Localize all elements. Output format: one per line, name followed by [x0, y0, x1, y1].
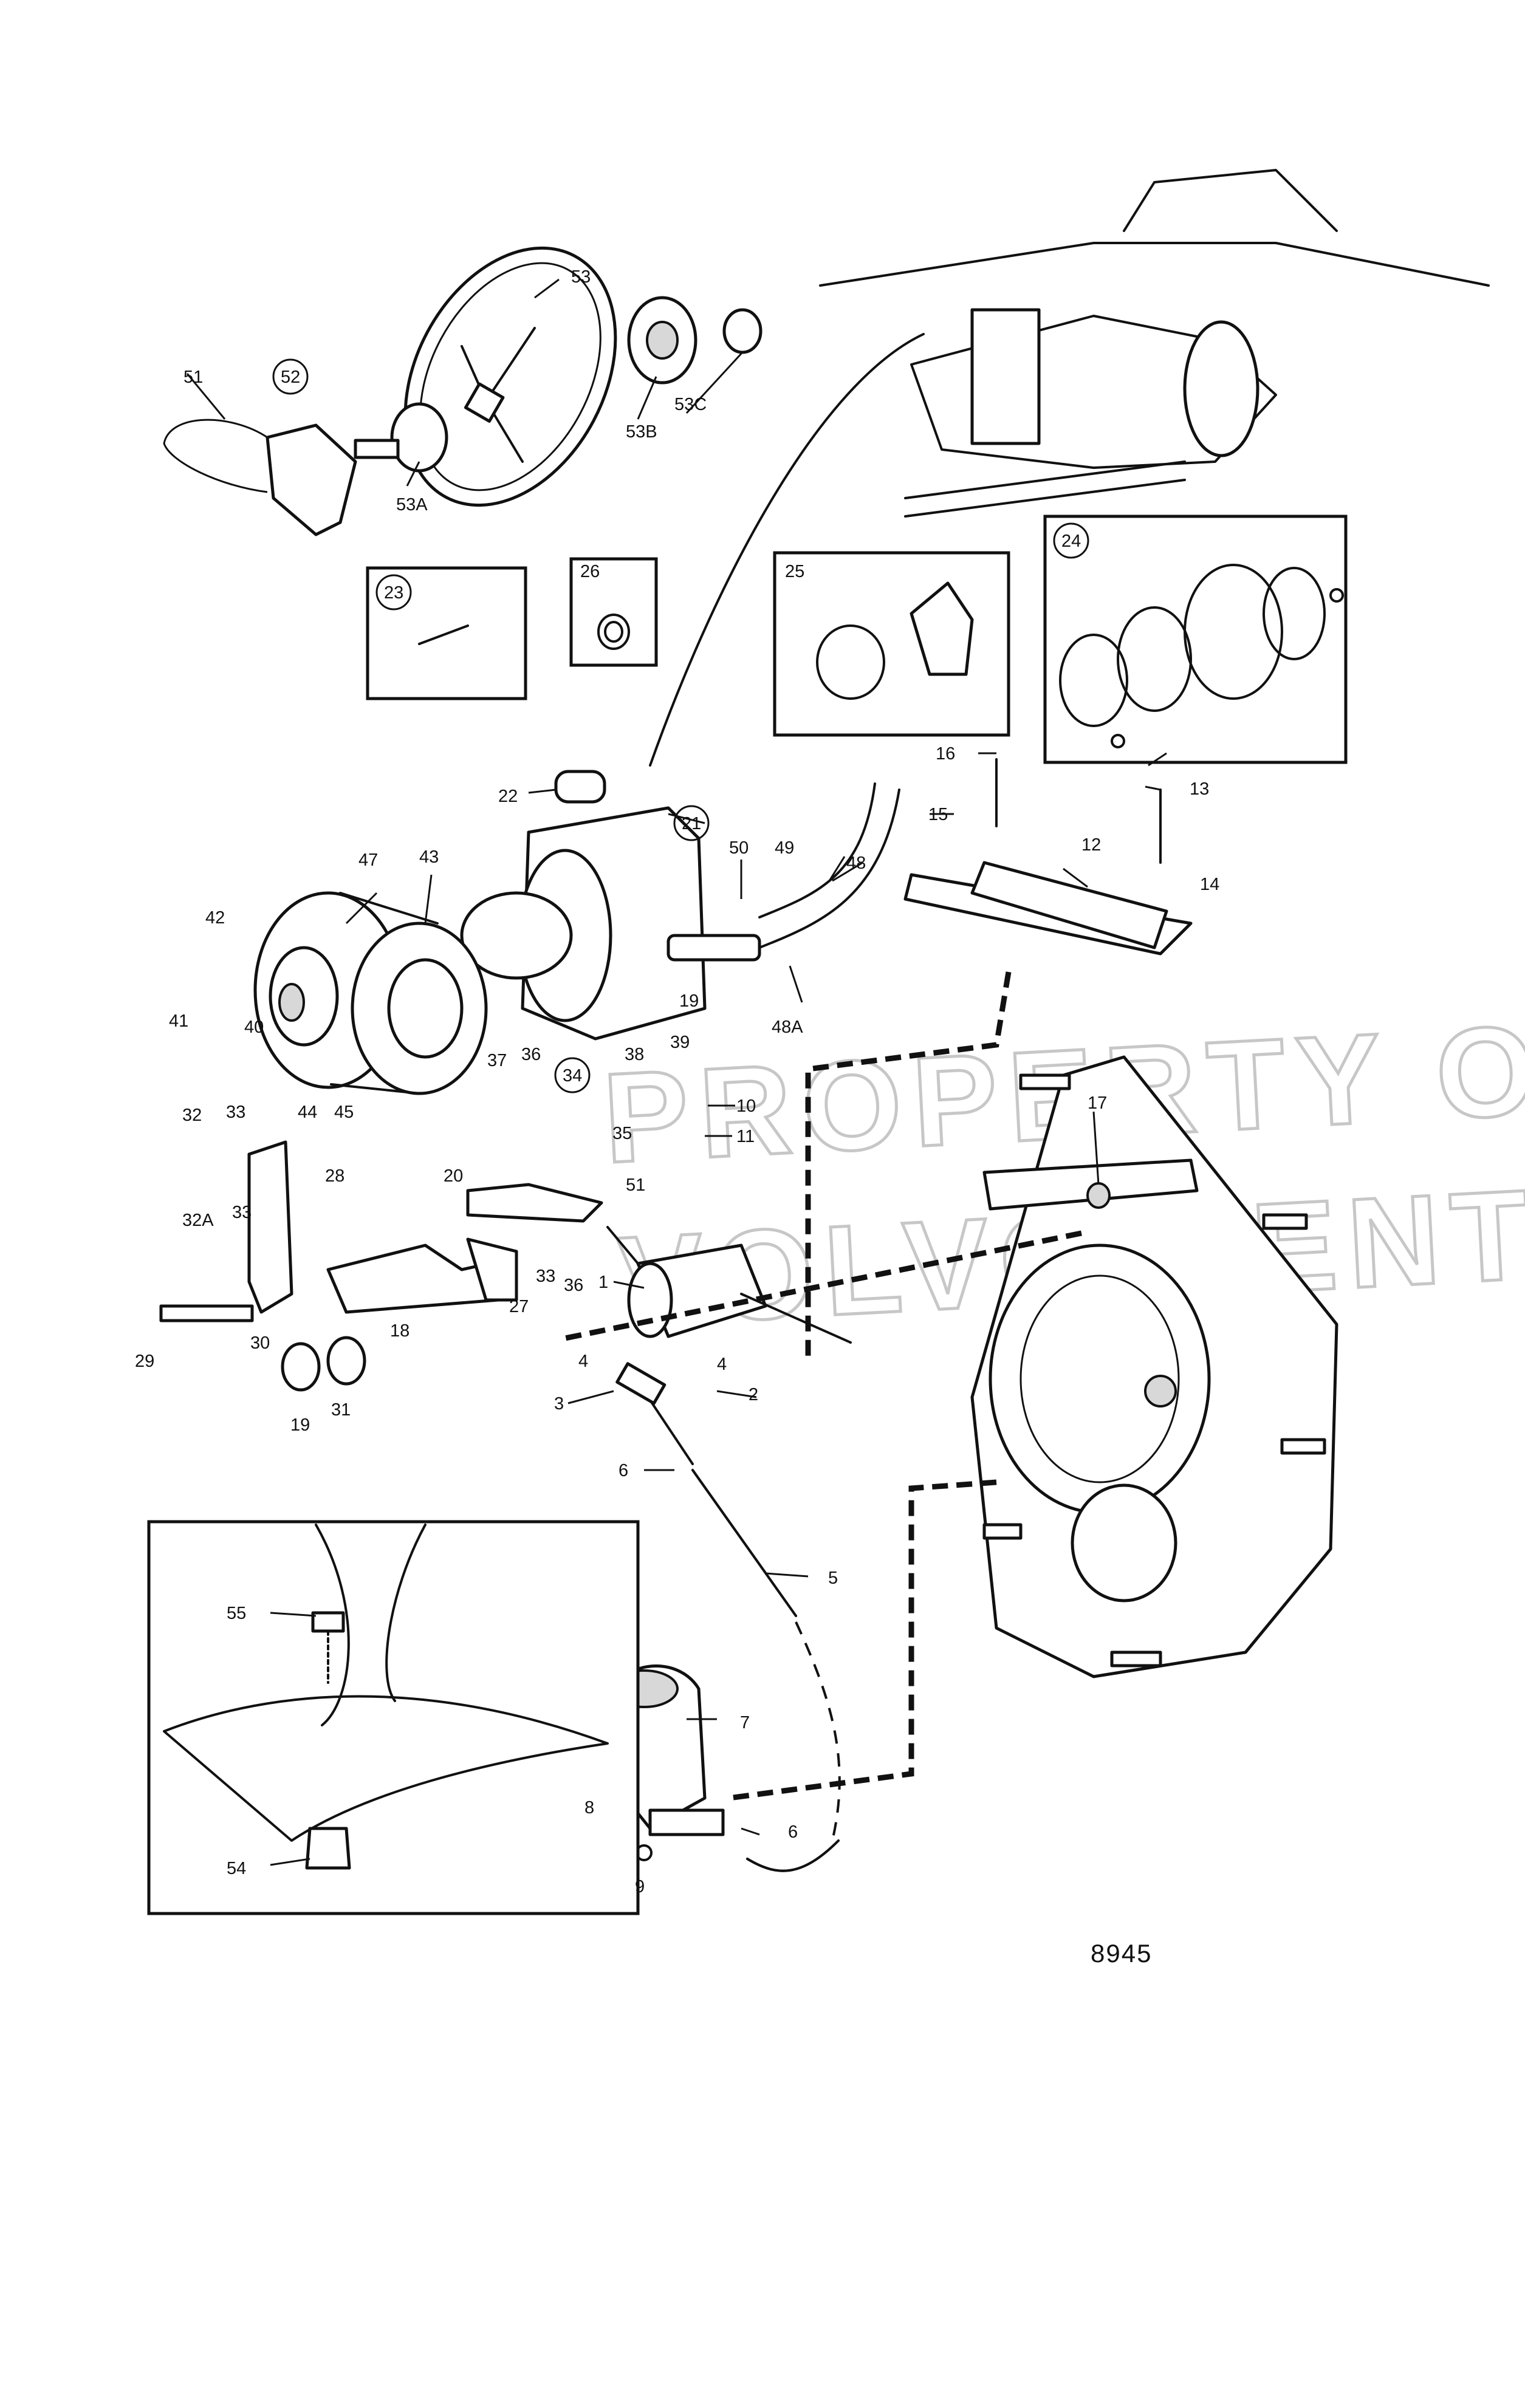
power-steering-pump: [460, 770, 761, 1041]
callout-51b: 51: [626, 1175, 645, 1195]
callout-25: 25: [785, 562, 804, 581]
callout-38: 38: [625, 1045, 644, 1064]
engine-outline: [819, 169, 1490, 518]
callout-48a: 48A: [772, 1018, 803, 1037]
callout-24-circle: [1053, 522, 1089, 559]
pressure-hose-49: [758, 782, 876, 918]
callout-34: 34: [563, 1066, 582, 1086]
callout-42: 42: [205, 908, 225, 928]
callout-45: 45: [334, 1103, 354, 1122]
callout-50: 50: [729, 838, 749, 858]
callout-10: 10: [736, 1096, 756, 1116]
callout-7: 7: [740, 1713, 750, 1732]
callout-39: 39: [670, 1033, 690, 1052]
pressure-hose-48: [758, 788, 900, 949]
callout-52: 52: [281, 368, 300, 387]
callout-17: 17: [1088, 1093, 1107, 1113]
callout-15: 15: [928, 805, 948, 824]
callout-53c: 53C: [674, 395, 707, 414]
kit-box-25: [773, 551, 1010, 737]
servo-cylinder: [606, 1226, 852, 1344]
callout-33a: 33: [226, 1103, 245, 1122]
callout-28: 28: [325, 1166, 344, 1186]
callout-49: 49: [775, 838, 794, 858]
callout-8: 8: [584, 1798, 594, 1818]
callout-3: 3: [554, 1394, 564, 1414]
callout-4a: 4: [578, 1352, 588, 1371]
callout-1: 1: [598, 1273, 608, 1292]
callout-5: 5: [828, 1568, 838, 1588]
callout-44: 44: [298, 1103, 317, 1122]
callout-41: 41: [169, 1011, 188, 1031]
callout-18: 18: [390, 1321, 410, 1341]
callout-23: 23: [384, 583, 403, 603]
callout-47: 47: [358, 850, 378, 870]
callout-12: 12: [1081, 835, 1101, 855]
callout-36b: 36: [564, 1276, 583, 1295]
callout-37: 37: [487, 1051, 507, 1070]
callout-21-circle: [673, 805, 710, 841]
reference-line-1: [805, 971, 1012, 1361]
kit-box-23: [366, 566, 527, 700]
callout-40: 40: [244, 1018, 264, 1037]
callout-6a: 6: [619, 1461, 628, 1480]
reference-line-3: [728, 1479, 997, 1801]
callout-33c: 33: [536, 1267, 555, 1286]
callout-31: 31: [331, 1400, 351, 1420]
kit-box-24: [1043, 515, 1348, 764]
callout-53a: 53A: [396, 495, 428, 515]
callout-53b: 53B: [626, 422, 657, 442]
callout-13: 13: [1190, 779, 1209, 799]
callout-14: 14: [1200, 875, 1219, 894]
drawing-number: 8945: [1091, 1939, 1152, 1968]
callout-30: 30: [250, 1333, 270, 1353]
bracket-assembly: [159, 1140, 603, 1392]
callout-16: 16: [936, 744, 955, 764]
reference-line-2: [558, 1230, 1082, 1343]
kit-box-26: [569, 557, 658, 667]
callout-24: 24: [1061, 532, 1081, 551]
callout-33b: 33: [232, 1203, 252, 1222]
callout-53: 53: [571, 267, 591, 287]
callout-52-circle: [272, 358, 309, 395]
callout-48: 48: [846, 853, 866, 873]
callout-4b: 4: [717, 1355, 727, 1374]
callout-23-circle: [375, 574, 412, 611]
callout-51a: 51: [183, 368, 203, 387]
callout-labels: 1 2 3 4 4 5 6 6 7 8 9 10 11 12 13 14 15 …: [135, 267, 1219, 1897]
callout-21: 21: [682, 814, 701, 833]
callout-32a: 32A: [182, 1211, 214, 1230]
callout-19b: 19: [679, 991, 699, 1011]
callout-36a: 36: [521, 1045, 541, 1064]
callout-55: 55: [227, 1604, 246, 1623]
callout-26: 26: [580, 562, 600, 581]
steering-arm: [903, 758, 1193, 956]
callout-9: 9: [635, 1877, 645, 1897]
callout-11: 11: [736, 1127, 755, 1146]
leader-lines: [186, 278, 1167, 1866]
inset-box-54-55: [147, 1520, 640, 1915]
callout-19a: 19: [290, 1415, 310, 1435]
callout-35: 35: [612, 1124, 632, 1143]
pulleys-and-belt: [253, 891, 488, 1095]
callout-43: 43: [419, 847, 439, 867]
callout-27: 27: [509, 1297, 529, 1316]
steering-wheel-assembly: [163, 246, 762, 536]
callout-54: 54: [227, 1859, 246, 1878]
callout-6b: 6: [788, 1822, 798, 1842]
callout-2: 2: [749, 1385, 758, 1404]
return-hose: [649, 333, 925, 767]
callout-20: 20: [444, 1166, 463, 1186]
callout-29: 29: [135, 1352, 154, 1371]
callout-22: 22: [498, 787, 518, 806]
callout-34-circle: [554, 1057, 591, 1093]
transom-shield: [970, 1055, 1338, 1678]
callout-32: 32: [182, 1106, 202, 1125]
